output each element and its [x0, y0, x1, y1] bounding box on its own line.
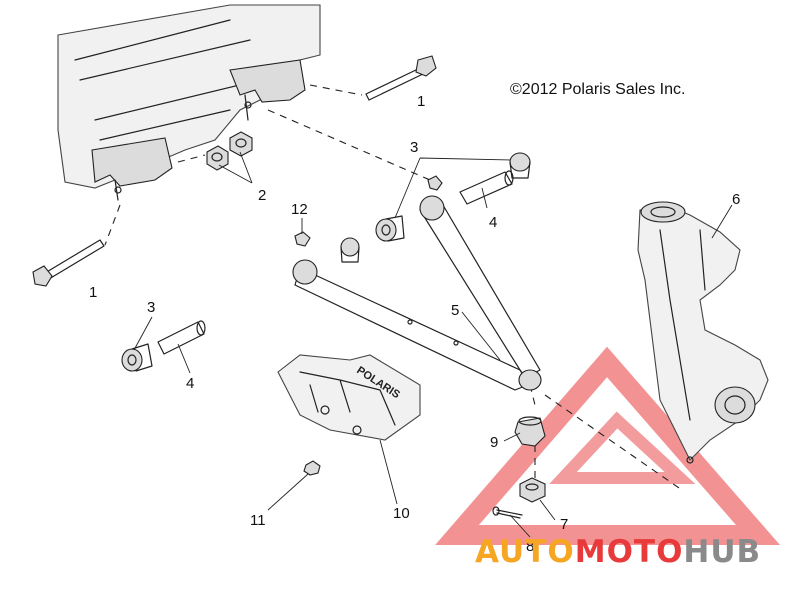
callout-7: 7	[560, 516, 568, 533]
svg-text:AUTOMOTOHUB: AUTOMOTOHUB	[475, 534, 761, 570]
a-arm	[292, 195, 542, 391]
frame-mount	[57, 4, 321, 201]
callout-4-upper: 4	[489, 214, 497, 231]
lock-nut-right	[229, 131, 253, 157]
callout-10: 10	[393, 505, 410, 522]
callout-1-upper: 1	[417, 93, 425, 110]
callout-3-lower: 3	[147, 299, 155, 316]
skid-plate-bolt	[303, 460, 321, 476]
sleeve-left	[157, 320, 206, 355]
callout-11: 11	[250, 512, 266, 529]
callout-6: 6	[732, 191, 740, 208]
callout-3-upper: 3	[410, 139, 418, 156]
sleeve-upper	[459, 170, 514, 205]
grease-fitting-right	[427, 175, 443, 191]
callout-labels: 1 1 2 3 3 4 4 5 6 7 8 9 10 11 12	[89, 93, 740, 555]
copyright-notice: ©2012 Polaris Sales Inc.	[510, 81, 685, 98]
bolt-lower	[32, 239, 105, 287]
callout-8: 8	[526, 538, 534, 555]
grease-fitting-left	[294, 231, 311, 247]
watermark-moto: MOTO	[575, 534, 684, 570]
spindle-knuckle	[637, 201, 769, 464]
callout-12: 12	[291, 201, 308, 218]
assembly-lines	[104, 84, 683, 491]
callout-2: 2	[258, 187, 266, 204]
callout-1-lower: 1	[89, 284, 97, 301]
watermark-logo	[435, 346, 781, 545]
skid-plate: POLARIS	[277, 354, 421, 441]
callout-4-lower: 4	[186, 375, 194, 392]
lock-nut-left	[206, 145, 229, 171]
bushing-left	[121, 343, 153, 372]
callout-9: 9	[490, 434, 498, 451]
bushing-upper-mid	[375, 215, 405, 242]
castle-nut	[519, 477, 546, 503]
cotter-pin	[492, 506, 523, 519]
leader-lines	[133, 151, 733, 538]
watermark-hub: HUB	[683, 534, 761, 570]
watermark-auto: AUTO	[475, 534, 575, 570]
bushing-upper-right	[509, 152, 531, 179]
watermark-text: AUTOMOTOHUB	[475, 534, 761, 570]
callout-5: 5	[451, 302, 459, 319]
ball-joint-boot	[514, 416, 546, 447]
bushing-inner	[340, 237, 360, 263]
bolt-upper	[365, 55, 437, 101]
